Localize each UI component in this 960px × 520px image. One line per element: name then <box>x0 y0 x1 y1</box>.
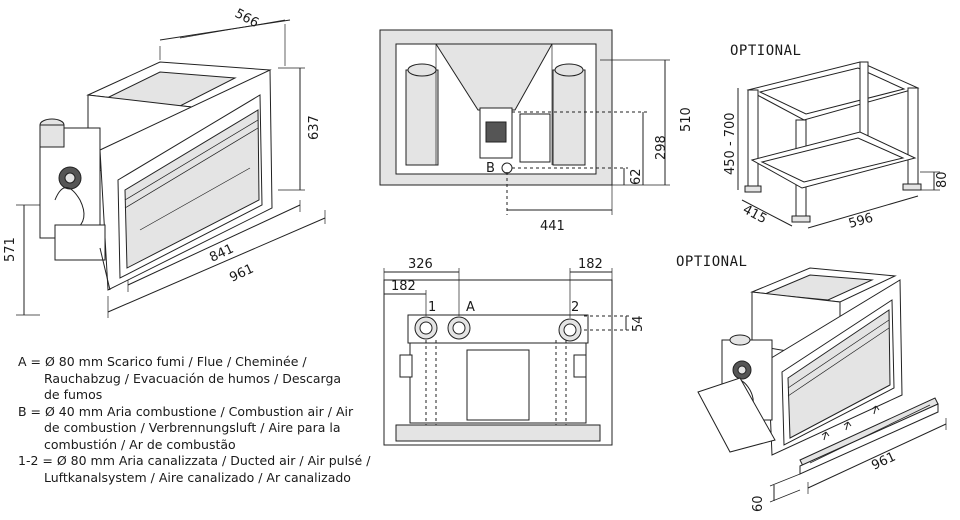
legend-text-1-2-line2: Luftkanalsystem / Aire canalizado / Ar c… <box>44 469 351 485</box>
optional-label-stand: OPTIONAL <box>730 43 801 59</box>
legend-text-1-2-line1: Ø 80 mm Aria canalizzata / Ducted air / … <box>56 453 371 468</box>
rear-elevation-view: 326 182 182 1 A 2 54 <box>383 257 646 446</box>
legend-key-1-2: 1-2 = <box>18 453 57 468</box>
fireplace-isometric-view: 566 637 571 841 961 <box>3 6 326 318</box>
legend-key-a: A = <box>18 354 45 369</box>
label-a: A <box>466 300 475 315</box>
legend-text-b-line1: Ø 40 mm Aria combustione / Combustion ai… <box>45 403 354 419</box>
label-b: B <box>486 161 495 176</box>
dim-rear-182-left: 182 <box>391 279 416 294</box>
dim-stand-height-range: 450 - 700 <box>723 112 738 175</box>
optional-stand-view: OPTIONAL 450 - 700 80 415 596 <box>723 43 950 232</box>
legend-text-a-line3: de fumos <box>44 387 103 402</box>
legend-text-a-line1: Ø 80 mm Scarico fumi / Flue / Cheminée / <box>44 354 307 369</box>
dim-rail-width-961: 961 <box>869 450 898 474</box>
dim-height-571: 571 <box>3 237 18 262</box>
legend-text-b-line2: de combustion / Verbrennungsluft / Aire … <box>44 420 341 435</box>
legend-key-b: B = <box>18 403 45 419</box>
dim-depth-566: 566 <box>232 6 261 31</box>
label-2: 2 <box>571 300 579 315</box>
legend-item-b: B = Ø 40 mm Aria combustione / Combustio… <box>18 404 398 421</box>
dim-stand-foot-80: 80 <box>935 171 950 188</box>
legend-item-a: A = Ø 80 mm Scarico fumi / Flue / Chemin… <box>18 354 398 371</box>
dim-stand-width-596: 596 <box>847 211 875 232</box>
dim-top-62: 62 <box>629 168 644 185</box>
legend-text-b-line3: combustión / Ar de combustão <box>44 436 236 452</box>
top-plan-view: B 510 298 62 441 <box>379 29 694 234</box>
dim-rear-326: 326 <box>408 257 433 272</box>
dim-width-841: 841 <box>207 242 236 266</box>
dim-top-441: 441 <box>540 219 565 234</box>
dim-width-961: 961 <box>227 262 256 286</box>
dim-top-298: 298 <box>654 135 669 160</box>
dim-rear-182-right: 182 <box>578 257 603 272</box>
optional-rail-view: OPTIONAL 961 60 <box>676 254 947 512</box>
connections-legend: A = Ø 80 mm Scarico fumi / Flue / Chemin… <box>18 354 398 486</box>
dim-rear-54: 54 <box>631 315 646 332</box>
label-1: 1 <box>428 300 436 315</box>
optional-label-rail: OPTIONAL <box>676 254 747 270</box>
dim-top-510: 510 <box>679 107 694 132</box>
legend-text-a-line2: Rauchabzug / Evacuación de humos / Desca… <box>44 370 342 386</box>
dim-stand-depth-415: 415 <box>740 202 769 227</box>
dim-rail-height-60: 60 <box>751 495 766 512</box>
legend-item-1-2: 1-2 = Ø 80 mm Aria canalizzata / Ducted … <box>18 453 398 470</box>
dim-height-637: 637 <box>307 115 322 140</box>
